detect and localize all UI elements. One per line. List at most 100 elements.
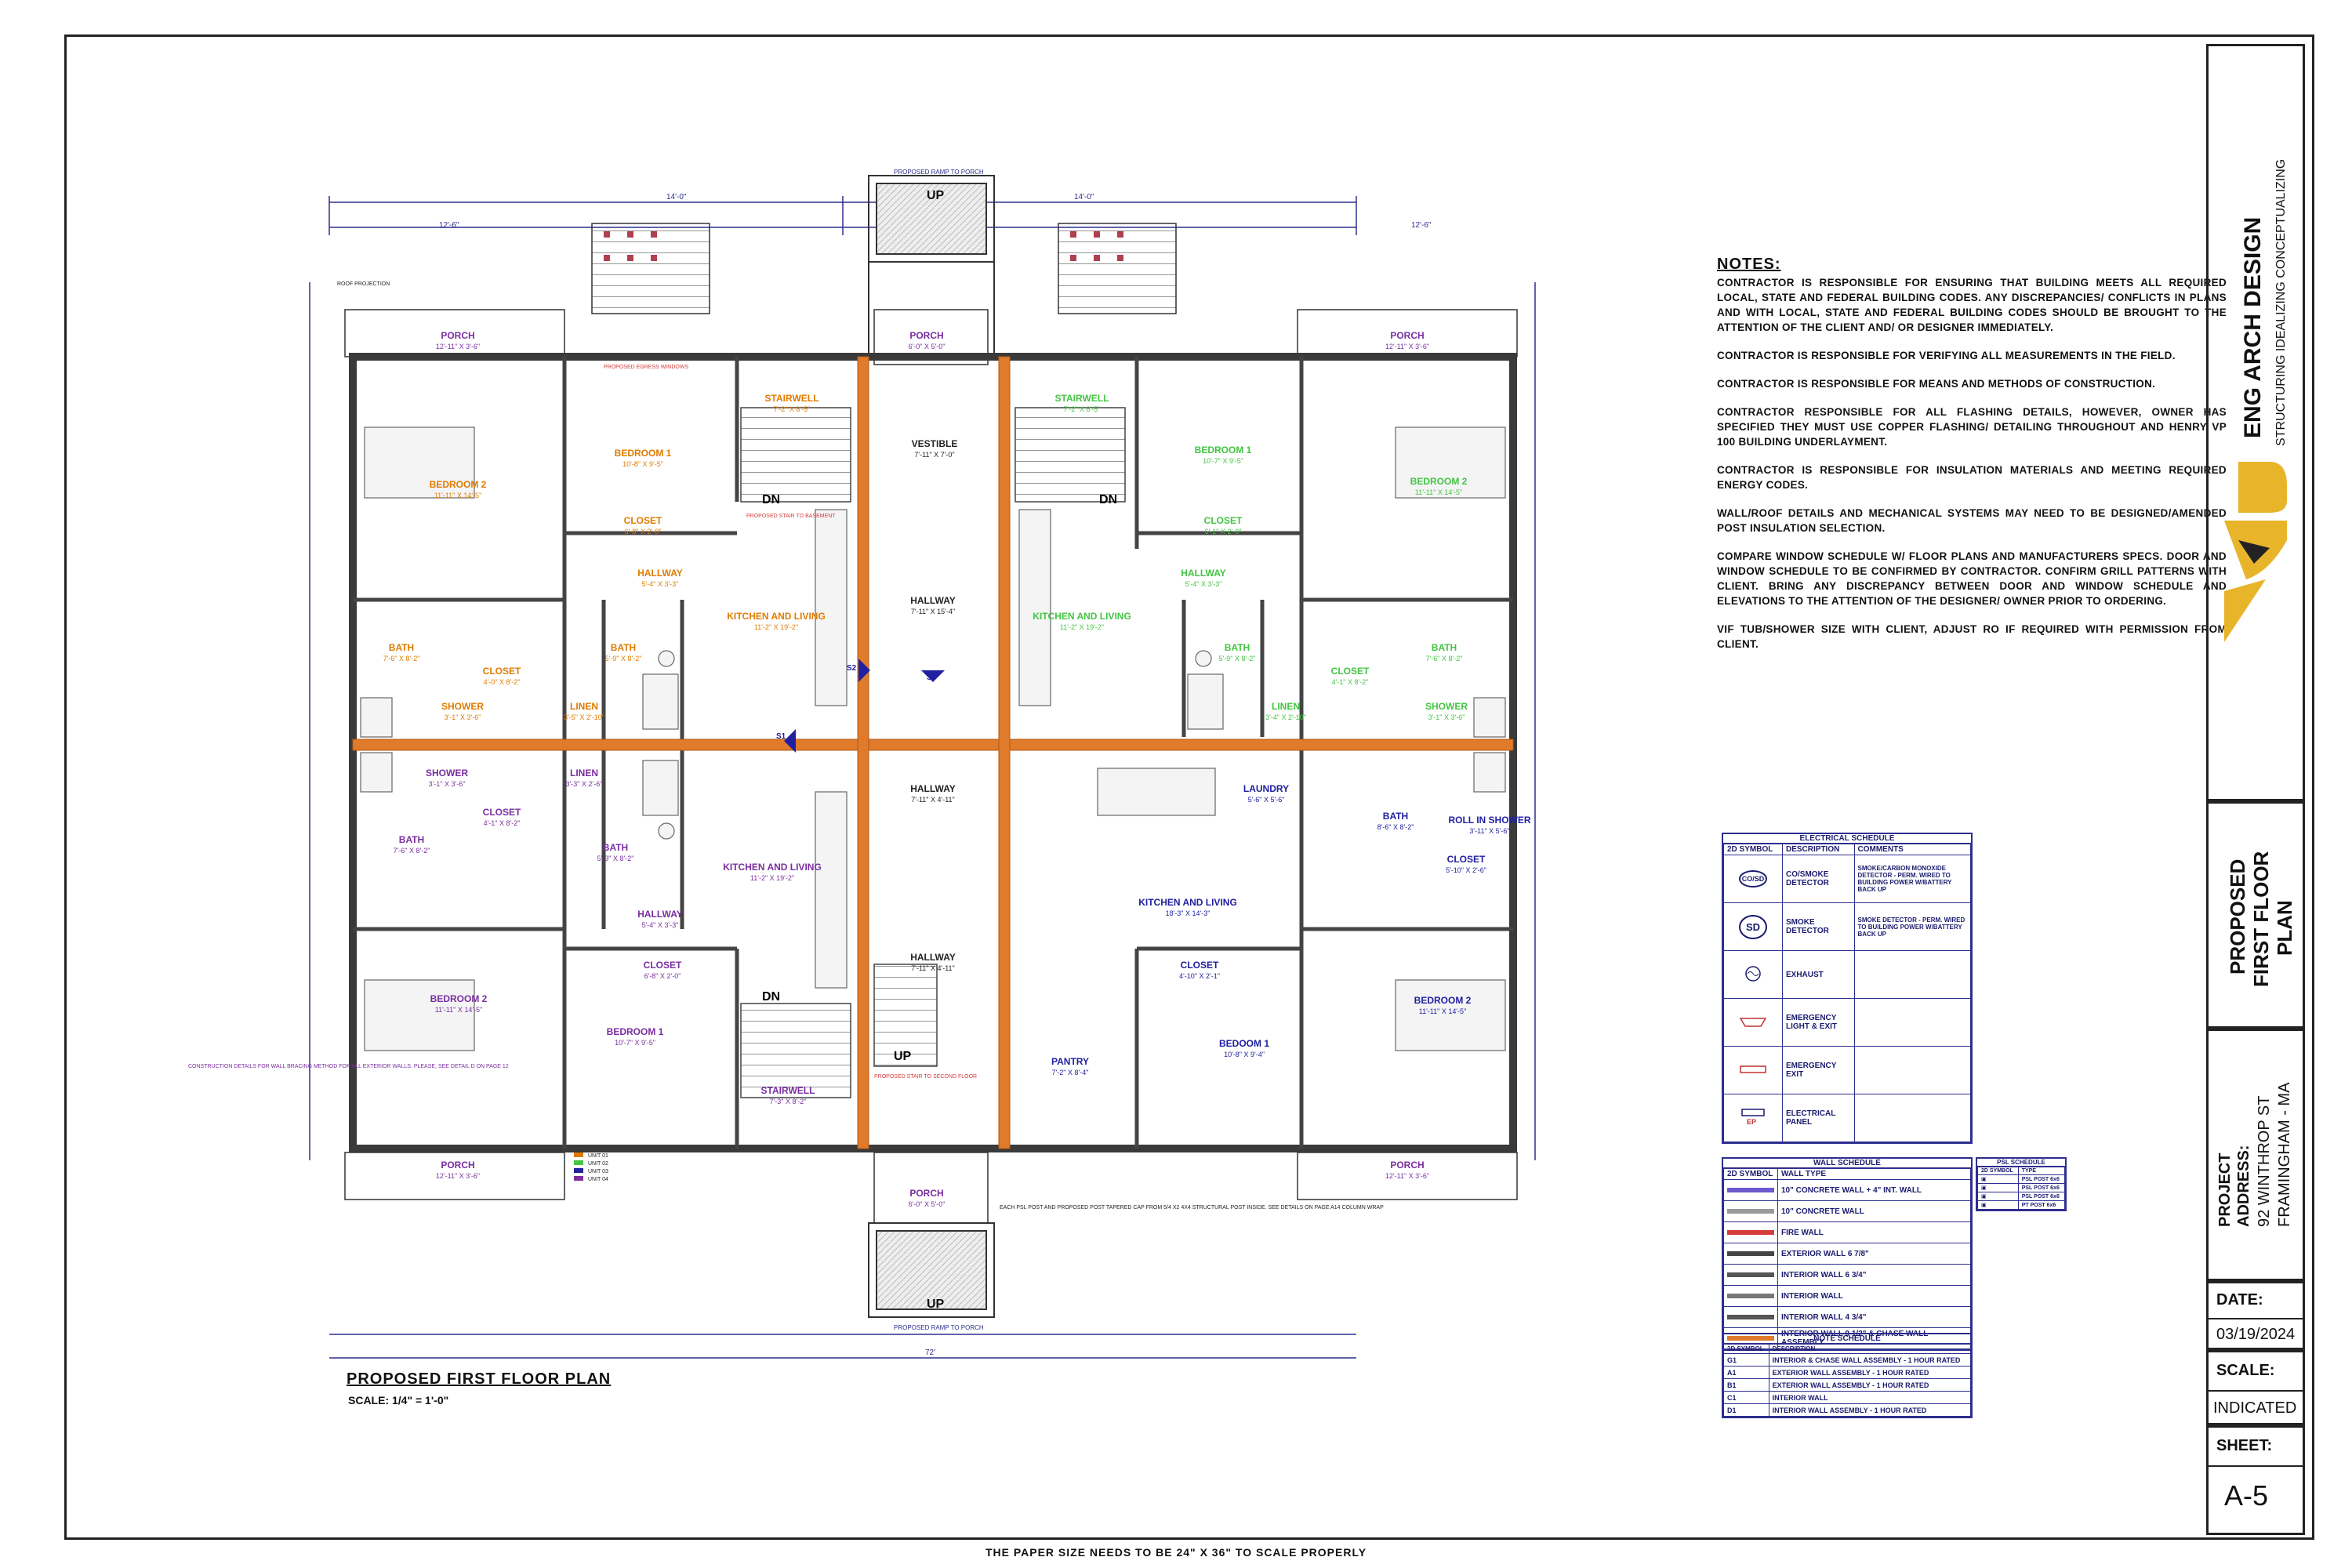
fixtures <box>360 426 1506 1051</box>
table-row: EXTERIOR WALL 6 7/8" <box>1723 1243 1971 1265</box>
date-value: 03/19/2024 <box>2216 1326 2296 1343</box>
room-name: CLOSET <box>644 960 682 971</box>
room-name: SHOWER <box>441 701 484 712</box>
stair-to-basement-note: PROPOSED STAIR TO BASEMENT <box>746 514 836 519</box>
table-row: INTERIOR WALL 6 3/4" <box>1723 1264 1971 1286</box>
col-header: 2D SYMBOL <box>1723 844 1783 855</box>
room-size: 10'-7" X 9'-5" <box>1203 457 1243 465</box>
plan-title: PROPOSED FIRST FLOOR PLAN <box>347 1370 612 1388</box>
room-name: HALLWAY <box>637 909 683 920</box>
room-size: 11'-11" X 14'-5" <box>434 492 482 499</box>
psl-schedule: PSL SCHEDULE 2D SYMBOL TYPE ▣PSL POST 6x… <box>1976 1157 2067 1211</box>
table-row: CO/SD CO/SMOKE DETECTOR SMOKE/CARBON MON… <box>1723 855 1972 903</box>
scale-label: SCALE: <box>2216 1362 2275 1379</box>
room-name: KITCHEN AND LIVING <box>723 862 822 873</box>
cell: INTERIOR WALL <box>1768 1391 1972 1404</box>
room-name: SHOWER <box>1425 701 1468 712</box>
col-header: TYPE <box>2017 1167 2066 1175</box>
paper-size-note: THE PAPER SIZE NEEDS TO BE 24" X 36" TO … <box>985 1546 1367 1559</box>
room-size: 8'-6" X 8'-2" <box>1377 823 1414 831</box>
unit-legend-swatches <box>574 1152 583 1181</box>
note-schedule-caption: NOTE SCHEDULE <box>1723 1334 1971 1344</box>
sheet-label: SHEET: <box>2216 1437 2273 1454</box>
wall-type: EXTERIOR WALL 6 7/8" <box>1777 1243 1971 1265</box>
room-name: LAUNDRY <box>1243 783 1289 794</box>
room-size: 11'-11" X 14'-5" <box>1415 488 1463 496</box>
wall-swatch <box>1723 1179 1778 1201</box>
emergency-light-icon <box>1723 998 1783 1047</box>
col-header: 2D SYMBOL <box>1977 1167 2019 1175</box>
room-name: HALLWAY <box>637 568 683 579</box>
room-size: 5'-9" X 8'-2" <box>605 655 642 662</box>
table-row: EP ELECTRICAL PANEL <box>1723 1094 1972 1142</box>
firm-tagline: STRUCTURING IDEALIZING CONCEPTUALIZING <box>2274 158 2288 446</box>
room-name: KITCHEN AND LIVING <box>1138 897 1237 908</box>
co-sd-symbol: CO/SD <box>1723 855 1783 903</box>
roof-projection-note: ROOF PROJECTION <box>337 281 390 287</box>
table-row: INTERIOR WALL 4 3/4" <box>1723 1306 1971 1328</box>
cell <box>1853 1046 1972 1094</box>
room-name: PORCH <box>909 1188 943 1199</box>
bottom-ramp-note: PROPOSED RAMP TO PORCH <box>894 1324 984 1331</box>
sheet-number: A-5 <box>2224 1479 2269 1512</box>
cell <box>1853 998 1972 1047</box>
up-label-stair: UP <box>894 1050 912 1063</box>
interior-walls <box>353 357 1513 1149</box>
room-name: BEDROOM 2 <box>1410 476 1468 487</box>
room-size: 3'-1" X 3'-6" <box>429 780 466 788</box>
note-item: WALL/ROOF DETAILS AND MECHANICAL SYSTEMS… <box>1717 507 2227 534</box>
room-name: CLOSET <box>1204 515 1243 526</box>
bottom-ramp <box>868 1222 995 1318</box>
room-size: 7'-6" X 8'-2" <box>394 847 430 855</box>
room-size: 12'-11" X 3'-6" <box>1385 1172 1429 1180</box>
table-row: SD SMOKE DETECTOR SMOKE DETECTOR - PERM.… <box>1723 902 1972 951</box>
note-item: CONTRACTOR RESPONSIBLE FOR ALL FLASHING … <box>1717 406 2227 448</box>
room-size: 12'-11" X 3'-6" <box>436 343 480 350</box>
room-name: BATH <box>1383 811 1408 822</box>
room-size: 7'-11" X 15'-4" <box>911 608 955 615</box>
room-size: 6'-1" X 2'-0" <box>1205 528 1242 535</box>
cell: INTERIOR & CHASE WALL ASSEMBLY - 1 HOUR … <box>1768 1353 1972 1367</box>
cell: EXTERIOR WALL ASSEMBLY - 1 HOUR RATED <box>1768 1366 1972 1379</box>
room-size: 3'-3" X 2'-6" <box>566 780 603 788</box>
room-size: 10'-8" X 9'-5" <box>622 460 663 468</box>
cell: EXTERIOR WALL ASSEMBLY - 1 HOUR RATED <box>1768 1378 1972 1392</box>
exhaust-icon <box>1723 950 1783 999</box>
cell: EMERGENCY EXIT <box>1782 1046 1855 1094</box>
title-block-sheet: SHEET: A-5 <box>2206 1425 2305 1535</box>
room-name: STAIRWELL <box>1055 393 1109 404</box>
room-size: 7'-11" X 4'-11" <box>911 796 955 804</box>
room-size: 12'-11" X 3'-6" <box>1385 343 1429 350</box>
cell: CO/SMOKE DETECTOR <box>1782 855 1855 903</box>
room-name: BEDOOM 1 <box>1219 1038 1269 1049</box>
col-header: 2D SYMBOL <box>1723 1168 1778 1180</box>
room-name: BEDROOM 2 <box>430 479 487 490</box>
wall-type: FIRE WALL <box>1777 1221 1971 1243</box>
room-size: 5'-9" X 8'-2" <box>597 855 634 862</box>
section-tag-s3: S3 <box>927 673 937 682</box>
dim-top-left: 12'-6" <box>439 221 459 230</box>
title-block-date: DATE: 03/19/2024 <box>2206 1281 2305 1350</box>
room-name: BATH <box>399 834 424 845</box>
room-size: 5'-10" X 2'-6" <box>1446 866 1486 874</box>
post-note: EACH PSL POST AND PROPOSED POST TAPERED … <box>1000 1205 1384 1210</box>
room-name: HALLWAY <box>1181 568 1226 579</box>
project-label-2: ADDRESS: <box>2235 1145 2252 1227</box>
room-size: 3'-5" X 2'-10" <box>564 713 604 721</box>
sheet-title-line-1: PROPOSED <box>2226 858 2249 975</box>
room-size: 5'-4" X 3'-3" <box>1185 580 1222 588</box>
room-name: CLOSET <box>624 515 662 526</box>
room-size: 4'-0" X 8'-2" <box>484 678 521 686</box>
cell: SMOKE DETECTOR <box>1782 902 1855 951</box>
wall-swatch <box>1723 1264 1778 1286</box>
cell: EMERGENCY LIGHT & EXIT <box>1782 998 1855 1047</box>
psl-symbol: ▣ <box>1977 1192 2019 1201</box>
room-size: 4'-10" X 2'-1" <box>1179 972 1220 980</box>
firm-logo <box>2224 462 2287 642</box>
dn-label-1: DN <box>762 493 780 506</box>
room-size: 7'-2" X 8'-5" <box>774 405 811 413</box>
